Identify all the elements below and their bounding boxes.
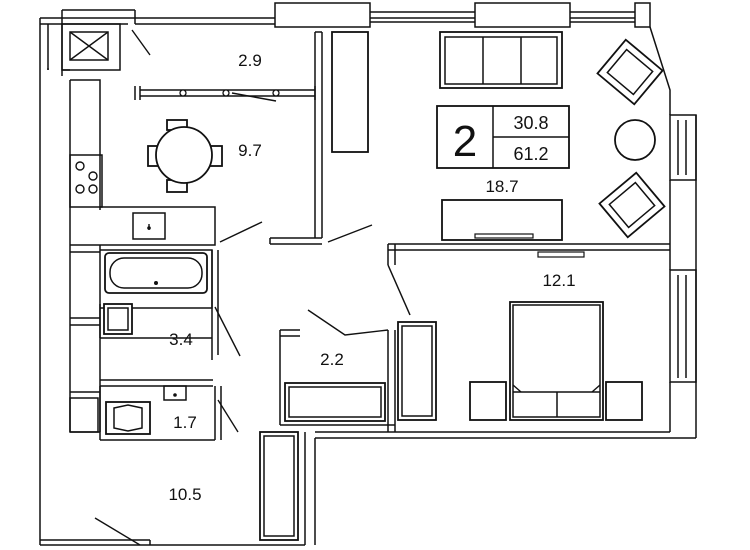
bedroom-walls <box>387 243 670 432</box>
room-area-balcony: 2.9 <box>238 51 262 70</box>
armchair-bottom <box>598 171 666 239</box>
dining-table <box>147 119 223 193</box>
room-area-living: 18.7 <box>485 177 518 196</box>
balcony-window <box>69 79 316 245</box>
living-area: 30.8 <box>513 113 548 133</box>
room-area-bedroom: 12.1 <box>542 271 575 290</box>
rooms-count: 2 <box>453 117 477 166</box>
room-area-wc: 1.7 <box>173 413 197 432</box>
room-area-hall: 10.5 <box>168 485 201 504</box>
room-area-bathroom: 3.4 <box>169 330 193 349</box>
balcony-door <box>131 29 151 56</box>
armchair-top <box>596 38 664 106</box>
hall-wardrobe <box>259 431 299 541</box>
entrance-sill <box>40 539 151 545</box>
kitchen-counter <box>69 154 216 246</box>
coffee-table <box>614 119 656 161</box>
kitchen-wall <box>219 31 373 245</box>
outer-walls <box>39 2 697 546</box>
sofa <box>439 31 563 89</box>
summary-box: 2 30.8 61.2 <box>436 105 570 169</box>
closet <box>279 309 395 426</box>
tv-unit <box>441 199 563 241</box>
bathroom <box>69 245 241 432</box>
total-area: 61.2 <box>513 144 548 164</box>
wardrobe <box>331 31 369 153</box>
bed <box>469 301 643 421</box>
entrance-door <box>94 517 141 546</box>
ventilation-shaft <box>61 23 121 71</box>
room-area-kitchen: 9.7 <box>238 141 262 160</box>
wc <box>69 379 239 441</box>
room-area-closet: 2.2 <box>320 350 344 369</box>
